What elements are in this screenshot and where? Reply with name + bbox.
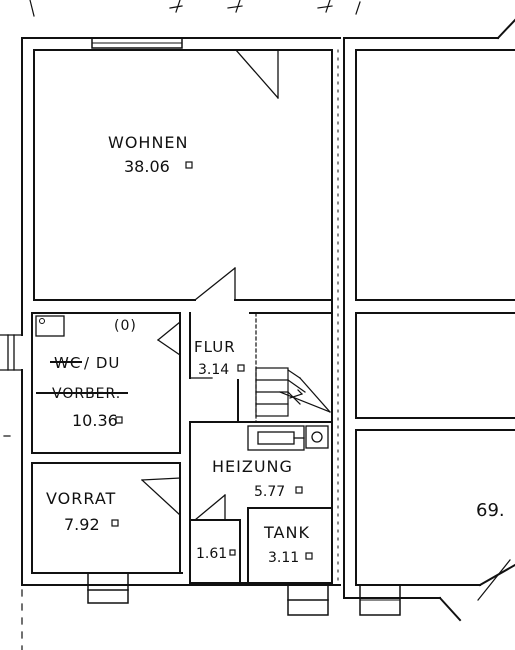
plot-number: 69. [476, 500, 505, 521]
door-flur-left [189, 377, 213, 423]
room-name-wohnen: WOHNEN [108, 133, 189, 152]
room-name-tank: TANK [263, 523, 310, 542]
room-name-vorrat: VORRAT [46, 489, 116, 508]
room-labels: WOHNEN 38.06 (0) WC / DU VORBER. 10.36 F… [36, 133, 505, 566]
boiler-units [247, 425, 329, 451]
room-mark-bad: (0) [114, 318, 137, 334]
room-name-bad: / DU [84, 354, 120, 372]
staircase [255, 312, 331, 423]
bad-fixture [35, 315, 65, 337]
room-name-flur: FLUR [194, 338, 236, 356]
room-name-heizung: HEIZUNG [212, 457, 293, 476]
window-left [0, 334, 23, 371]
room-area-vorrat: 7.92 [64, 515, 100, 534]
bottom-windows [87, 572, 329, 616]
door-vorrat [141, 477, 181, 516]
door-abstell [194, 494, 226, 521]
room-area-bad: 10.36 [72, 411, 118, 430]
top-dimension-marks [29, 0, 361, 17]
door-bad-flur [157, 321, 181, 356]
outer-walls [21, 37, 345, 599]
room-area-tank: 3.11 [268, 550, 299, 566]
door-wohnen-top [235, 49, 279, 99]
room-area-heizung: 5.77 [254, 484, 285, 500]
room-area-wohnen: 38.06 [124, 157, 170, 176]
interior-walls [31, 299, 333, 584]
room-area-abstell: 1.61 [196, 546, 227, 562]
room-area-flur: 3.14 [198, 362, 229, 378]
adjacent-building [343, 18, 515, 622]
door-flur-wohnen [194, 267, 236, 301]
